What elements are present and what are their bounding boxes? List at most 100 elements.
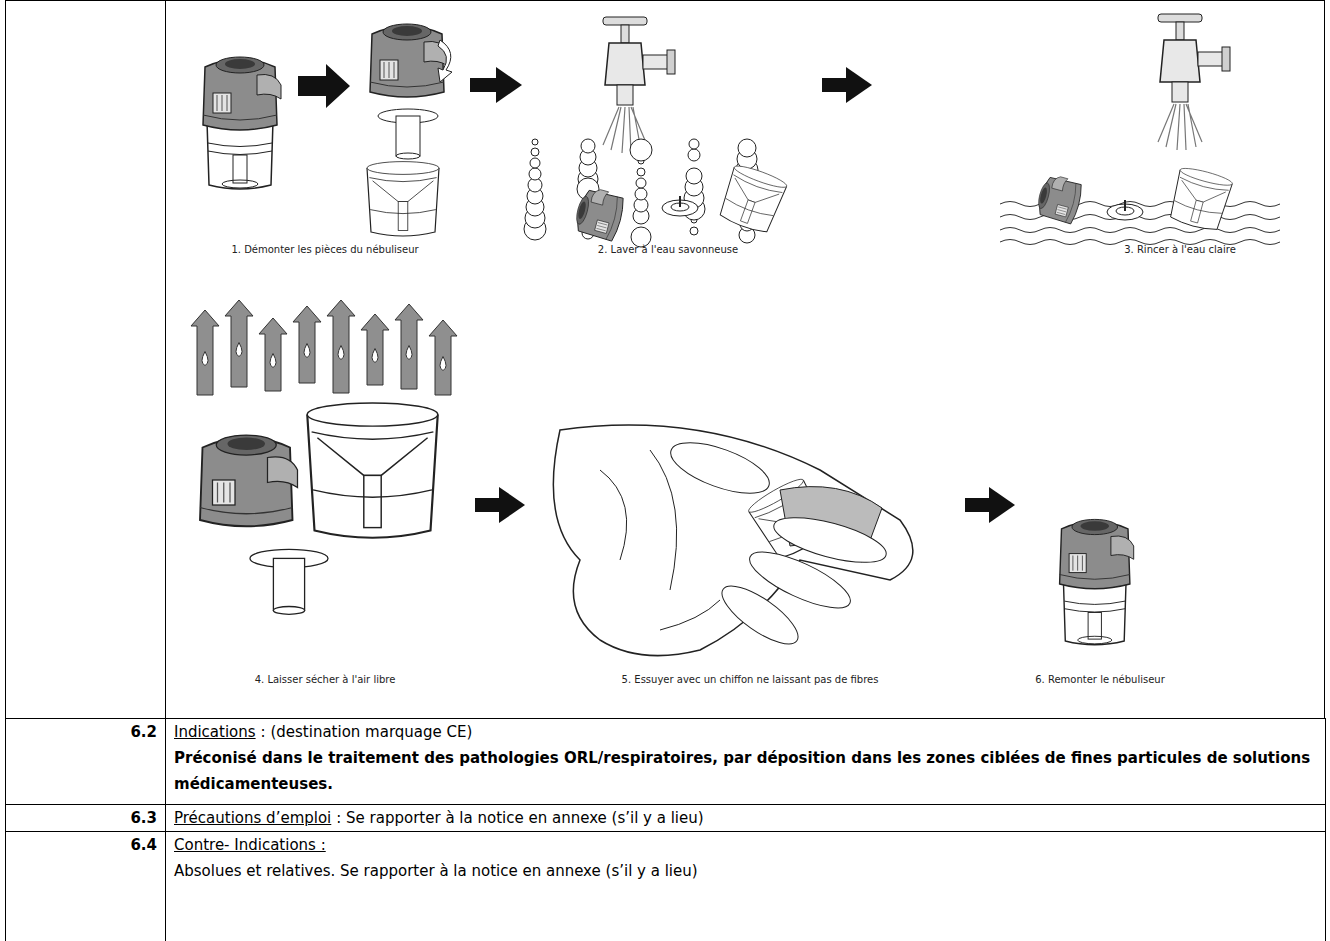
section-heading: Précautions d’emploi (174, 809, 331, 827)
step-1-art (203, 57, 281, 189)
drying-arrows (259, 318, 287, 391)
drying-arrows (191, 310, 219, 395)
soap-bubbles (581, 139, 595, 153)
step-1-art (298, 64, 350, 108)
table-frame (5, 0, 1325, 718)
drying-arrows (338, 346, 344, 360)
step-caption: 5. Essuyer avec un chiffon ne laissant p… (622, 674, 879, 686)
drying-arrows (304, 344, 310, 358)
drying-arrows (293, 306, 321, 383)
row-number: 6.3 (130, 809, 157, 827)
water-waves (1000, 228, 1280, 233)
drying-arrows (236, 343, 242, 357)
drying-arrows (270, 354, 276, 368)
table-cell: 6.3 (6, 805, 166, 832)
step-caption: 6. Remonter le nébuliseur (1035, 674, 1165, 686)
step-2-art (572, 185, 626, 242)
drying-arrows (395, 304, 423, 389)
drying-arrows (202, 352, 208, 366)
soap-bubbles (524, 139, 758, 247)
step-6-art (1060, 519, 1134, 644)
step-panel: 1. Démonter les pièces du nébuliseur (190, 10, 470, 260)
step-3-art (1000, 14, 1280, 245)
step-1-art (370, 24, 448, 97)
step-4-art (307, 403, 438, 538)
drying-arrows (372, 349, 378, 363)
drying-arrows (406, 346, 412, 360)
step-2-art (662, 196, 698, 216)
step-panel: 5. Essuyer avec un chiffon ne laissant p… (525, 400, 965, 690)
text-line: Contre- Indications : (174, 832, 1319, 858)
step-4-art (200, 435, 298, 526)
table-cell: Précautions d’emploi: Se rapporter à la … (166, 805, 1326, 832)
section-heading: Contre- Indications : (174, 836, 326, 854)
section-heading: Indications (174, 723, 256, 741)
soap-bubbles (637, 168, 645, 176)
step-panel: 6. Remonter le nébuliseur (1015, 495, 1175, 690)
soap-bubbles (689, 139, 699, 149)
table-frame (5, 0, 1325, 1)
step-5-art (714, 576, 806, 654)
soap-bubbles (636, 178, 646, 188)
table-cell-text: Absolues et relatives. Se rapporter à la… (174, 862, 698, 880)
table-cell: 6.2 (6, 719, 166, 805)
table-frame (5, 0, 6, 718)
table-frame (165, 0, 166, 718)
step-2-art (603, 17, 675, 153)
step-panel: 3. Rincer à l'eau claire (872, 10, 1280, 260)
drying-arrows (225, 300, 253, 387)
step-1-art (203, 24, 452, 236)
spec-table: 6.2 Indications : (destination marquage CE… (5, 718, 1326, 941)
step-4-art (250, 549, 328, 614)
drying-arrows (440, 357, 446, 371)
row-number: 6.2 (130, 723, 157, 741)
soap-bubbles (531, 148, 539, 156)
drying-arrows (429, 320, 457, 395)
table-frame (1324, 0, 1325, 718)
text-line: Précautions d’emploi: Se rapporter à la … (174, 805, 1319, 831)
drying-arrows (395, 304, 423, 389)
flow-arrow (475, 498, 505, 512)
drying-arrows (327, 300, 355, 393)
step-caption: 3. Rincer à l'eau claire (1124, 244, 1236, 256)
soap-bubbles (688, 149, 700, 161)
table-cell: Indications: (destination marquage CE)Pr… (166, 719, 1326, 805)
soap-bubbles (532, 139, 538, 145)
step-5-art (553, 425, 913, 656)
table-row: 6.3 Précautions d’emploi: Se rapporter à … (6, 805, 1326, 832)
soap-bubbles (529, 168, 541, 180)
text-line: Absolues et relatives. Se rapporter à la… (174, 858, 1319, 884)
step-caption: 2. Laver à l'eau savonneuse (598, 244, 738, 256)
drying-arrows (293, 306, 321, 383)
drying-arrows (429, 320, 457, 395)
step-3-art (1167, 165, 1234, 233)
step-2-art (716, 162, 788, 235)
step-3-art (1107, 200, 1143, 220)
soap-bubbles (686, 168, 702, 184)
table-cell: 6.4 (6, 832, 166, 941)
step-2-art (524, 17, 788, 247)
step-4-art (191, 300, 457, 614)
table-row: 6.4 Contre- Indications : Absolues et rela… (6, 832, 1326, 941)
step-6-art (1060, 519, 1134, 644)
step-1-art (438, 40, 452, 82)
drying-arrows (327, 300, 355, 393)
drying-arrows (361, 314, 389, 385)
flow-arrow (470, 78, 502, 92)
drying-arrows (361, 314, 389, 385)
step-caption: 4. Laisser sécher à l'air libre (255, 674, 396, 686)
step-5-art (553, 425, 913, 656)
table-cell-text: : (destination marquage CE) (261, 723, 473, 741)
soap-bubbles (635, 188, 647, 200)
flow-arrow (822, 78, 852, 92)
flow-arrow (965, 498, 995, 512)
step-3-art (1035, 173, 1085, 225)
table-row: 6.2 Indications : (destination marquage CE… (6, 719, 1326, 805)
water-waves (1000, 240, 1280, 245)
step-panel: 2. Laver à l'eau savonneuse (522, 10, 822, 260)
step-1-art (378, 109, 438, 159)
soap-bubbles (630, 139, 652, 161)
